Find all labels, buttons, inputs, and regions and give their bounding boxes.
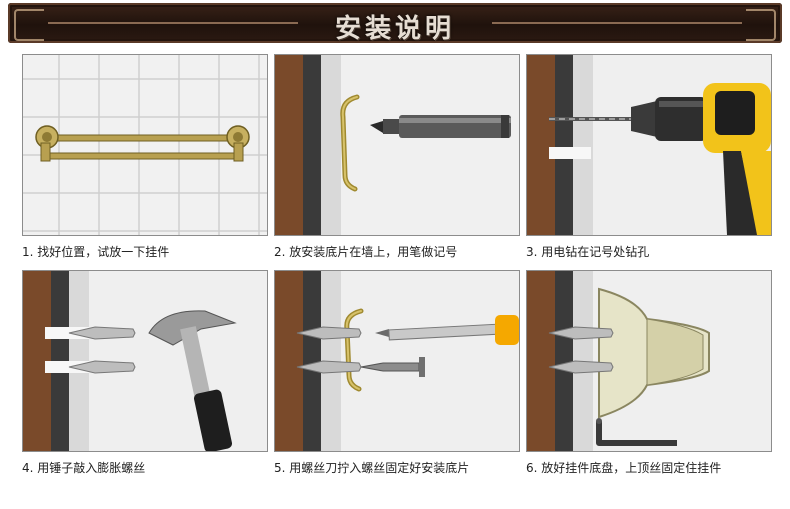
step-5-caption: 5. 用螺丝刀拧入螺丝固定好安装底片: [274, 461, 470, 475]
step-3-illustration: [526, 54, 772, 236]
step-1-illustration: [22, 54, 268, 236]
step-4-caption: 4. 用锤子敲入膨胀螺丝: [22, 461, 146, 475]
step-4-illustration: [22, 270, 268, 452]
mounting-base-icon: [598, 287, 710, 419]
step-2-illustration: [274, 54, 520, 236]
banner-divider-right: [492, 22, 742, 24]
step-1-caption: 1. 找好位置，试放一下挂件: [22, 245, 170, 259]
step-2-caption: 2. 放安装底片在墙上，用笔做记号: [274, 245, 458, 259]
step-3-caption: 3. 用电钻在记号处钻孔: [526, 245, 650, 259]
hammer-icon: [148, 310, 237, 451]
wall-anchor-icon: [68, 326, 136, 374]
screw-icon: [360, 357, 425, 377]
header-banner: 安装说明: [8, 3, 782, 44]
towel-bar-icon: [35, 125, 250, 162]
allen-key-icon: [596, 418, 677, 446]
ornament-left-icon: [14, 9, 44, 41]
step-6-illustration: [526, 270, 772, 452]
marker-pen-icon: [370, 115, 511, 138]
screwdriver-icon: [375, 315, 519, 345]
step-5-illustration: [274, 270, 520, 452]
banner-divider-left: [48, 22, 298, 24]
electric-drill-icon: [549, 83, 771, 235]
step-6-caption: 6. 放好挂件底盘，上顶丝固定住挂件: [526, 461, 722, 475]
ornament-right-icon: [746, 9, 776, 41]
page-title: 安装说明: [334, 14, 455, 44]
